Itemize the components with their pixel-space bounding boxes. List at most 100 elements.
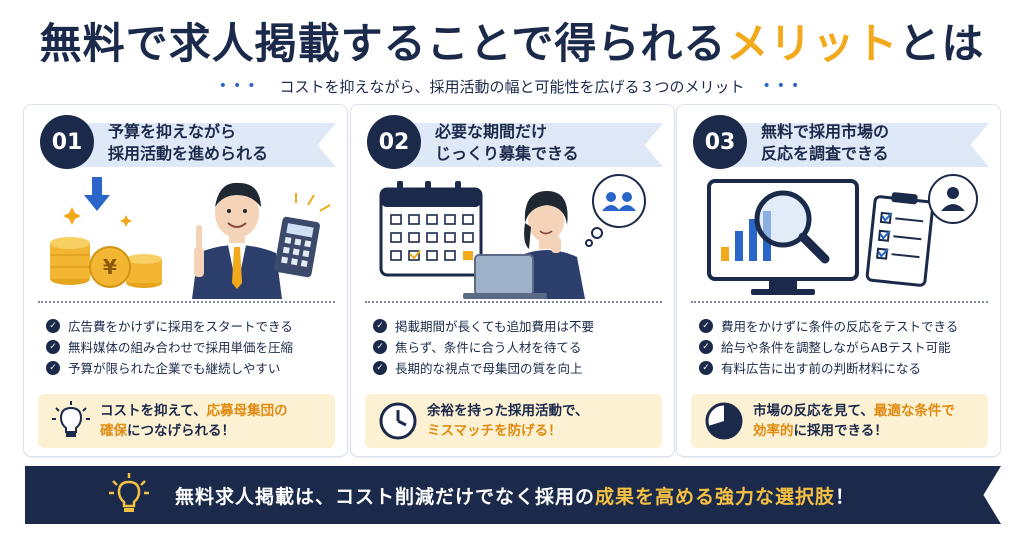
- check-icon: ✓: [46, 318, 60, 333]
- banner-background: [25, 466, 1001, 524]
- sparkle-icon: ⁘: [46, 22, 69, 52]
- list-item: ✓ 広告費をかけずに採用をスタートできる: [46, 315, 338, 336]
- heading-line: 採用活動を進められる: [108, 144, 269, 163]
- heading-line: 反応を調査できる: [761, 144, 889, 163]
- dotted-divider: [365, 301, 662, 303]
- list-item: ✓ 有料広告に出す前の判断材料になる: [699, 357, 991, 378]
- summary-banner: 無料求人掲載は、コスト削減だけでなく採用の成果を高める強力な選択肢！: [25, 466, 1001, 524]
- tip-text: 余裕を持った採用活動で、 ミスマッチを防げる！: [427, 401, 657, 441]
- tip-segment: に採用できる！: [793, 423, 888, 439]
- tip-text: 市場の反応を見て、最適な条件で 効率的に採用できる！: [753, 401, 983, 441]
- businessman-calculator-illustration: ¥: [50, 177, 331, 299]
- card-number: 02: [367, 115, 421, 169]
- monitor-checklist-illustration: [707, 174, 978, 295]
- title-accent: メリット: [726, 18, 899, 68]
- tip-highlight: 最適な条件で: [873, 403, 955, 419]
- card-heading-text: 必要な期間だけ じっくり募集できる: [435, 121, 655, 165]
- heading-line: 必要な期間だけ: [435, 122, 548, 141]
- tip-box: コストを抑えて、応募母集団の 確保につなげられる！: [38, 394, 335, 448]
- list-item: ✓ 長期的な視点で母集団の質を向上: [373, 357, 665, 378]
- bullet-list: ✓ 掲載期間が長くても追加費用は不要 ✓ 焦らず、条件に合う人材を待てる ✓ 長期的な…: [373, 315, 665, 378]
- list-item: ✓ 費用をかけずに条件の反応をテストできる: [699, 315, 991, 336]
- heading-line: 無料で採用市場の: [761, 122, 890, 141]
- dotted-divider: [38, 301, 335, 303]
- bullet-text: 無料媒体の組み合わせで採用単価を圧縮: [68, 340, 294, 355]
- card-heading: 03 無料で採用市場の 反応を調査できる: [693, 115, 989, 169]
- laptop-icon: [463, 254, 547, 299]
- title-main: 無料で求人掲載することで得られる: [39, 18, 727, 68]
- bullet-text: 予算が限られた企業でも継続しやすい: [68, 361, 281, 376]
- card-heading-text: 予算を抑えながら 採用活動を進められる: [108, 121, 328, 165]
- bullet-text: 費用をかけずに条件の反応をテストできる: [721, 319, 959, 334]
- list-item: ✓ 無料媒体の組み合わせで採用単価を圧縮: [46, 336, 338, 357]
- check-icon: ✓: [699, 360, 713, 375]
- check-icon: ✓: [699, 339, 713, 354]
- tip-segment: 市場の反応を見て、: [753, 403, 874, 419]
- bullet-text: 広告費をかけずに採用をスタートできる: [68, 319, 293, 334]
- coin-stack-icon: ¥: [50, 237, 162, 288]
- bullet-text: 焦らず、条件に合う人材を待てる: [395, 340, 582, 355]
- banner-segment: ！: [835, 485, 856, 508]
- list-item: ✓ 予算が限られた企業でも継続しやすい: [46, 357, 338, 378]
- subtitle: コストを抑えながら、採用活動の幅と可能性を広げる３つのメリット: [279, 77, 745, 96]
- dotted-divider: [691, 301, 988, 303]
- card-number: 03: [693, 115, 747, 169]
- card-heading-text: 無料で採用市場の 反応を調査できる: [761, 121, 981, 165]
- banner-text: 無料求人掲載は、コスト削減だけでなく採用の成果を高める強力な選択肢！: [175, 466, 855, 524]
- tip-box: 市場の反応を見て、最適な条件で 効率的に採用できる！: [691, 394, 988, 448]
- svg-text:¥: ¥: [103, 255, 117, 279]
- bullet-text: 長期的な視点で母集団の質を向上: [395, 361, 583, 376]
- lightbulb-icon: [109, 473, 149, 512]
- check-icon: ✓: [46, 339, 60, 354]
- bullet-text: 給与や条件を調整しながらABテスト可能: [721, 340, 951, 355]
- merit-card-1: 01 予算を抑えながら 採用活動を進められる ¥: [23, 104, 348, 457]
- tip-box: 余裕を持った採用活動で、 ミスマッチを防げる！: [365, 394, 662, 448]
- list-item: ✓ 掲載期間が長くても追加費用は不要: [373, 315, 665, 336]
- list-item: ✓ 給与や条件を調整しながらABテスト可能: [699, 336, 991, 357]
- pie-chart-icon: [705, 402, 743, 440]
- tip-highlight: 応募母集団の: [206, 403, 288, 419]
- heading-band: [727, 123, 989, 167]
- tip-segment: につなげられる！: [127, 423, 235, 439]
- calendar-woman-laptop-illustration: [379, 174, 646, 299]
- list-item: ✓ 焦らず、条件に合う人材を待てる: [373, 336, 665, 357]
- check-icon: ✓: [373, 360, 387, 375]
- check-icon: ✓: [699, 318, 713, 333]
- calendar-icon: [379, 181, 483, 277]
- lightbulb-icon: [52, 401, 90, 437]
- check-icon: ✓: [373, 318, 387, 333]
- title-tail: とは: [898, 18, 985, 68]
- page-title: ⁘ 無料で求人掲載することで得られるメリットとは ⁘: [0, 8, 1024, 72]
- sparkle-icon: ⁘: [952, 22, 975, 52]
- banner-segment: 無料求人掲載は、コスト削減だけでなく採用の: [175, 485, 596, 508]
- card-heading: 02 必要な期間だけ じっくり募集できる: [367, 115, 663, 169]
- card-heading: 01 予算を抑えながら 採用活動を進められる: [40, 115, 336, 169]
- bullet-text: 有料広告に出す前の判断材料になる: [721, 361, 922, 376]
- card-number: 01: [40, 115, 94, 169]
- heading-line: 予算を抑えながら: [108, 122, 237, 141]
- bullet-list: ✓ 費用をかけずに条件の反応をテストできる ✓ 給与や条件を調整しながらABテスト可…: [699, 315, 991, 378]
- sparkle-icon: [63, 207, 132, 227]
- clipboard-checklist-icon: [865, 192, 935, 287]
- magnifier-icon: [754, 190, 830, 264]
- check-icon: ✓: [373, 339, 387, 354]
- businessman-figure: [192, 182, 331, 299]
- banner-highlight: 成果を高める強力な選択肢: [595, 485, 836, 508]
- thought-bubble-icon: [585, 174, 646, 247]
- subtitle-row: ••• コストを抑えながら、採用活動の幅と可能性を広げる３つのメリット •••: [0, 74, 1024, 98]
- heading-band: [74, 123, 336, 167]
- heading-band: [401, 123, 663, 167]
- dots-decoration: •••: [762, 78, 806, 94]
- merit-card-2: 02 必要な期間だけ じっくり募集できる: [350, 104, 675, 457]
- check-icon: ✓: [46, 360, 60, 375]
- tip-text: コストを抑えて、応募母集団の 確保につなげられる！: [100, 401, 330, 441]
- tip-highlight: 効率的: [753, 423, 794, 439]
- dots-decoration: •••: [218, 78, 262, 94]
- tip-highlight: 確保: [100, 423, 127, 439]
- bullet-text: 掲載期間が長くても追加費用は不要: [395, 319, 595, 334]
- tip-segment: 余裕を持った採用活動で、: [427, 403, 589, 419]
- bullet-list: ✓広告費をかけずに採用をスタートできる ✓無料媒体の組み合わせで採用単価を圧縮 …: [46, 315, 338, 378]
- merit-card-3: 03 無料で採用市場の 反応を調査できる: [676, 104, 1001, 457]
- heading-line: じっくり募集できる: [435, 144, 579, 163]
- tip-highlight: ミスマッチを防げる！: [427, 423, 562, 439]
